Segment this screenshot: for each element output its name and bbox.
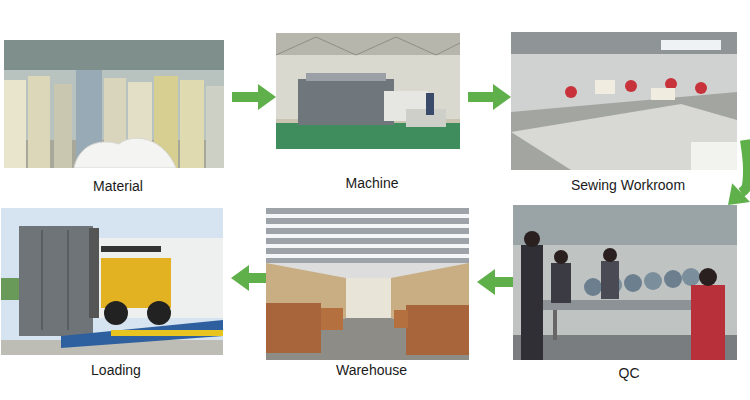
photo (276, 33, 460, 149)
work-table (511, 104, 737, 170)
photo-step: Sewing Workroom (511, 32, 745, 194)
arrow-shaft (249, 273, 266, 283)
machine-top (306, 73, 386, 81)
worker (695, 82, 707, 94)
arrow-shaft (232, 92, 258, 102)
carton-pile (266, 303, 321, 353)
photo (513, 205, 737, 360)
carton-pile (394, 310, 408, 328)
worker (601, 261, 619, 299)
carton-pile (406, 305, 469, 355)
far-end (346, 278, 391, 318)
wheel (104, 301, 128, 325)
wall (513, 205, 737, 360)
product-roll (624, 274, 642, 292)
carton-pile (321, 308, 343, 330)
product-roll (584, 278, 602, 296)
upper-wall (513, 205, 737, 245)
product-roll (644, 272, 662, 290)
photo-step: Warehouse (266, 208, 477, 379)
skylight (266, 214, 469, 218)
worker (551, 263, 571, 303)
container-seam (41, 230, 43, 330)
foam-roll (28, 76, 50, 168)
flow-arrow (231, 265, 266, 291)
box-stack (651, 88, 675, 100)
machine (298, 79, 394, 125)
floor (511, 92, 737, 170)
step-caption: QC (513, 364, 745, 382)
container (19, 226, 93, 336)
arrow-head (231, 265, 249, 291)
arrow-shaft (468, 92, 493, 102)
arrow-head (493, 84, 511, 110)
flow-arrow (232, 84, 276, 110)
forklift-mast (89, 228, 99, 318)
arrow-head (728, 183, 750, 205)
flow-arrow (468, 84, 511, 110)
worker (426, 93, 434, 115)
product-roll (682, 268, 700, 286)
worker-head (524, 231, 540, 247)
table-leg (553, 310, 557, 340)
cushion (691, 142, 737, 170)
worker (521, 245, 543, 360)
forklift (101, 258, 171, 308)
foam-roll (54, 84, 72, 168)
skylight (266, 254, 469, 258)
forklift-roof (101, 246, 161, 252)
step-caption: Sewing Workroom (511, 176, 745, 194)
photo (1, 208, 223, 355)
worker-head (699, 268, 717, 286)
photo-step: Loading (1, 208, 231, 379)
box-stack (595, 80, 615, 94)
foam-roll (4, 80, 26, 168)
arrow-head (258, 84, 276, 110)
skylight (266, 244, 469, 248)
loading-ramp (61, 320, 223, 348)
step-caption: Warehouse (266, 361, 477, 379)
worker (691, 285, 725, 360)
roof (266, 208, 469, 263)
flow-arrow (477, 269, 513, 295)
sky (1, 208, 223, 355)
cloth-pile (74, 138, 176, 168)
window (661, 40, 721, 50)
roof-truss (276, 37, 460, 55)
ceiling (511, 32, 737, 54)
product-roll (664, 270, 682, 288)
worker-head (603, 248, 617, 262)
worker (625, 80, 637, 92)
wall (4, 40, 224, 168)
arrow-shaft (741, 140, 748, 193)
wheel (147, 301, 171, 325)
wall (276, 33, 460, 149)
ceiling (276, 33, 460, 55)
photo-step: Machine (276, 33, 468, 192)
step-caption: Material (4, 177, 232, 195)
photo-step: Material (4, 40, 232, 195)
skylight (266, 224, 469, 228)
skylight (266, 234, 469, 238)
photo (511, 32, 737, 170)
worker (565, 86, 577, 98)
ground (266, 208, 469, 360)
photo-step: QC (513, 205, 745, 382)
container-seam (67, 230, 69, 330)
window-band (4, 40, 224, 70)
photo (4, 40, 224, 168)
arrow-shaft (495, 277, 513, 287)
ramp-stripe (111, 330, 223, 336)
foam-roll (206, 86, 224, 168)
step-caption: Machine (276, 174, 468, 192)
photo (266, 208, 469, 360)
foam-roll (180, 80, 204, 168)
worker-head (554, 250, 568, 264)
arrow-head (477, 269, 495, 295)
wall (511, 32, 737, 170)
step-caption: Loading (1, 361, 231, 379)
